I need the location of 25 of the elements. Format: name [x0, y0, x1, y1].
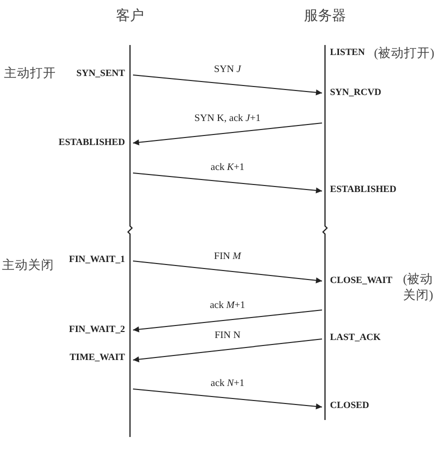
state-label: CLOSED: [330, 400, 370, 412]
state-label: FIN_WAIT_1: [69, 254, 125, 266]
arrow: [132, 122, 322, 146]
state-label: LISTEN: [330, 47, 365, 59]
state-label: SYN_SENT: [76, 68, 125, 80]
state-label: SYN_RCVD: [330, 87, 382, 99]
state-label: CLOSE_WAIT: [330, 275, 392, 287]
arrow: [132, 338, 322, 362]
arrow: [132, 260, 322, 284]
note-text: (被动打开): [374, 45, 434, 61]
lifeline-heading: 客户: [116, 7, 144, 25]
edge-label: SYN K, ack J+1: [192, 113, 263, 125]
note-text: (被动关闭): [403, 271, 434, 303]
arrow: [132, 388, 322, 410]
state-label: FIN_WAIT_2: [69, 324, 125, 336]
arrow: [132, 310, 322, 332]
state-label: TIME_WAIT: [70, 352, 125, 364]
state-label: ESTABLISHED: [58, 137, 125, 149]
state-label: ESTABLISHED: [330, 184, 396, 196]
state-label: LAST_ACK: [330, 332, 381, 344]
lifeline-heading: 服务器: [304, 8, 346, 25]
arrow: [132, 172, 322, 194]
note-text: 主动打开: [4, 65, 56, 81]
arrow: [132, 74, 322, 96]
note-text: 主动关闭: [2, 257, 54, 273]
